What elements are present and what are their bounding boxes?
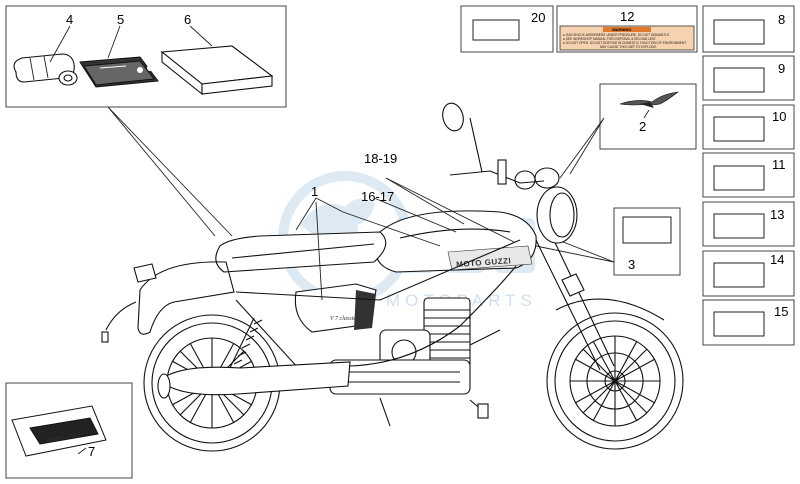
callout-20: 20 xyxy=(531,10,545,25)
callout-15: 15 xyxy=(774,304,788,319)
motorcycle: MOTO GUZZI V 7 classic xyxy=(101,102,684,452)
warning-label-line3: ● DO NOT OPEN. DO NOT DISPOSE IN DOMESTI… xyxy=(563,41,686,45)
tank-logo-text: MOTO GUZZI xyxy=(456,256,512,269)
callout-13: 13 xyxy=(770,207,784,222)
label-box-20: 20 xyxy=(460,5,554,53)
front-wheel xyxy=(546,312,684,450)
callout-7: 7 xyxy=(88,444,95,459)
callout-1: 1 xyxy=(311,184,318,199)
callout-14: 14 xyxy=(770,252,784,267)
rear-shock xyxy=(227,317,263,373)
seat-cover-box: MOTO GUZZI 7 xyxy=(5,382,133,479)
warning-label-line2: ● SEE WORKSHOP MANUAL FOR DISPOSAL & REL… xyxy=(563,37,656,41)
callout-18-19: 18-19 xyxy=(364,151,397,166)
tank-logo: MOTO GUZZI xyxy=(447,245,533,271)
label-box-14: 14 xyxy=(702,250,795,297)
warning-label-heading: WARNING xyxy=(612,27,631,32)
side-logo: V 7 classic xyxy=(330,316,356,322)
label-box-13: 13 xyxy=(702,201,795,247)
callout-8: 8 xyxy=(778,12,785,27)
label-box-8: 8 xyxy=(702,5,795,53)
callout-3: 3 xyxy=(628,257,635,272)
seat-cover-icon: MOTO GUZZI xyxy=(11,405,107,457)
warning-label: WARNING ● GAS SHOCK ABSORBERS UNDER PRES… xyxy=(559,25,695,51)
label-box-10: 10 xyxy=(702,104,795,150)
label-box-11: 11 xyxy=(702,152,795,198)
documents-icon xyxy=(79,56,159,88)
manual-icon xyxy=(160,45,274,96)
engine xyxy=(329,297,471,395)
eagle-emblem-icon xyxy=(619,91,680,108)
label-box-12: 12 WARNING ● GAS SHOCK ABSORBERS UNDER P… xyxy=(556,5,698,53)
callout-2: 2 xyxy=(639,119,646,134)
tool-roll-icon xyxy=(13,53,78,86)
callout-6: 6 xyxy=(184,12,191,27)
callout-5: 5 xyxy=(117,12,124,27)
label-box-2: 2 xyxy=(599,83,697,150)
callout-10: 10 xyxy=(772,109,786,124)
label-box-15: 15 xyxy=(702,299,795,346)
label-box-9: 9 xyxy=(702,55,795,101)
warning-label-line1: ● GAS SHOCK ABSORBERS UNDER PRESSURE. DO… xyxy=(563,33,669,37)
callout-4: 4 xyxy=(66,12,73,27)
kit-box: 4 5 6 xyxy=(5,5,287,108)
warning-label-line4: MAY CAUSE THIS UNIT TO EXPLODE. xyxy=(600,45,657,49)
label-box-3: 3 xyxy=(613,207,681,276)
callout-9: 9 xyxy=(778,61,785,76)
callout-12: 12 xyxy=(620,9,634,24)
callout-11: 11 xyxy=(772,157,786,172)
callout-16-17: 16-17 xyxy=(361,189,394,204)
